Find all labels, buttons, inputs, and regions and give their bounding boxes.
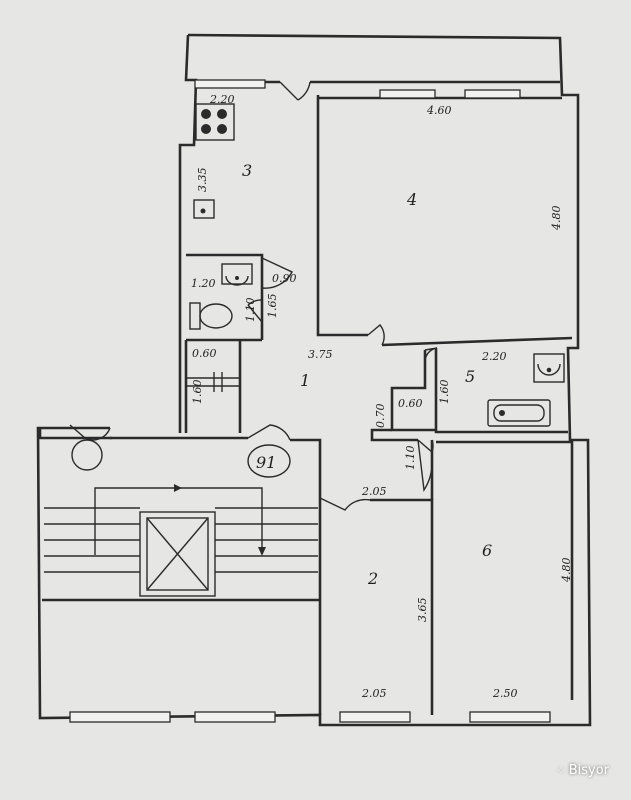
dim-corridor-width: 1.10 <box>404 446 417 471</box>
interior-walls <box>38 95 574 715</box>
dim-niche-width: 0.60 <box>398 397 423 410</box>
dim-room6-width: 2.50 <box>492 687 518 700</box>
bath-sink-icon <box>533 353 565 383</box>
stair-treads-left <box>44 507 140 573</box>
watermark-text: Bisyor <box>568 763 609 778</box>
dim-room4-width: 4.60 <box>426 104 452 117</box>
room-label-6: 6 <box>482 541 492 560</box>
toilet-icon <box>189 302 233 330</box>
bathtub-icon <box>487 399 551 427</box>
dim-niche-depth: 0.70 <box>374 404 387 429</box>
dim-closet-length: 1.60 <box>191 380 204 405</box>
doors <box>69 81 438 511</box>
room-label-2: 2 <box>367 569 378 588</box>
elevator-shaft-icon <box>139 511 216 597</box>
room-label-4: 4 <box>406 190 417 209</box>
window-room6 <box>469 711 551 723</box>
wc-sink-icon <box>221 263 253 286</box>
dim-room4-depth: 4.80 <box>550 206 563 232</box>
dim-hall-length: 3.75 <box>308 348 333 361</box>
dim-closet-width: 0.60 <box>192 347 217 360</box>
dim-room6-length: 4.80 <box>560 558 573 584</box>
dim-bath-width: 2.20 <box>481 350 507 363</box>
room-label-5: 5 <box>465 367 475 386</box>
building-number: 91 <box>256 453 276 472</box>
dim-bath-length: 1.60 <box>438 380 451 405</box>
window-stair-left <box>69 711 171 723</box>
dim-wc-door: 0.90 <box>272 272 297 285</box>
room-label-1: 1 <box>300 371 310 390</box>
window-room4-left <box>379 89 436 99</box>
dim-wc-small: 1.10 <box>244 298 257 323</box>
building-number-badge <box>247 444 291 478</box>
window-stair-right <box>194 711 276 723</box>
dim-room2-width-top: 2.05 <box>361 485 387 498</box>
stair-direction-arrow-icon <box>94 484 266 556</box>
dim-room3-length: 3.35 <box>196 168 209 193</box>
dim-room2-length: 3.65 <box>416 598 429 623</box>
dots-logo-icon: ⁘ <box>556 764 565 777</box>
room-labels: 1 2 3 4 5 6 91 <box>242 161 492 588</box>
dim-balcony-width: 2.20 <box>209 93 235 106</box>
outer-walls <box>36 33 592 727</box>
window-kitchen <box>194 79 266 89</box>
windows <box>69 79 551 723</box>
stair-treads-right <box>215 507 318 573</box>
dimension-labels: 2.20 4.60 4.80 3.35 1.20 0.90 1.65 1.10 … <box>191 93 573 700</box>
kitchen-sink-icon <box>193 199 215 219</box>
closet-marks <box>186 372 240 392</box>
dim-wc-length: 1.65 <box>266 294 279 319</box>
watermark: ⁘ Bisyor <box>556 763 609 778</box>
dim-wc-width: 1.20 <box>191 277 216 290</box>
window-room2 <box>339 711 411 723</box>
dim-room2-width-bottom: 2.05 <box>361 687 387 700</box>
window-room4-right <box>464 89 521 99</box>
stove-icon <box>195 103 235 141</box>
room-label-3: 3 <box>242 161 252 180</box>
stairwell <box>44 439 318 597</box>
